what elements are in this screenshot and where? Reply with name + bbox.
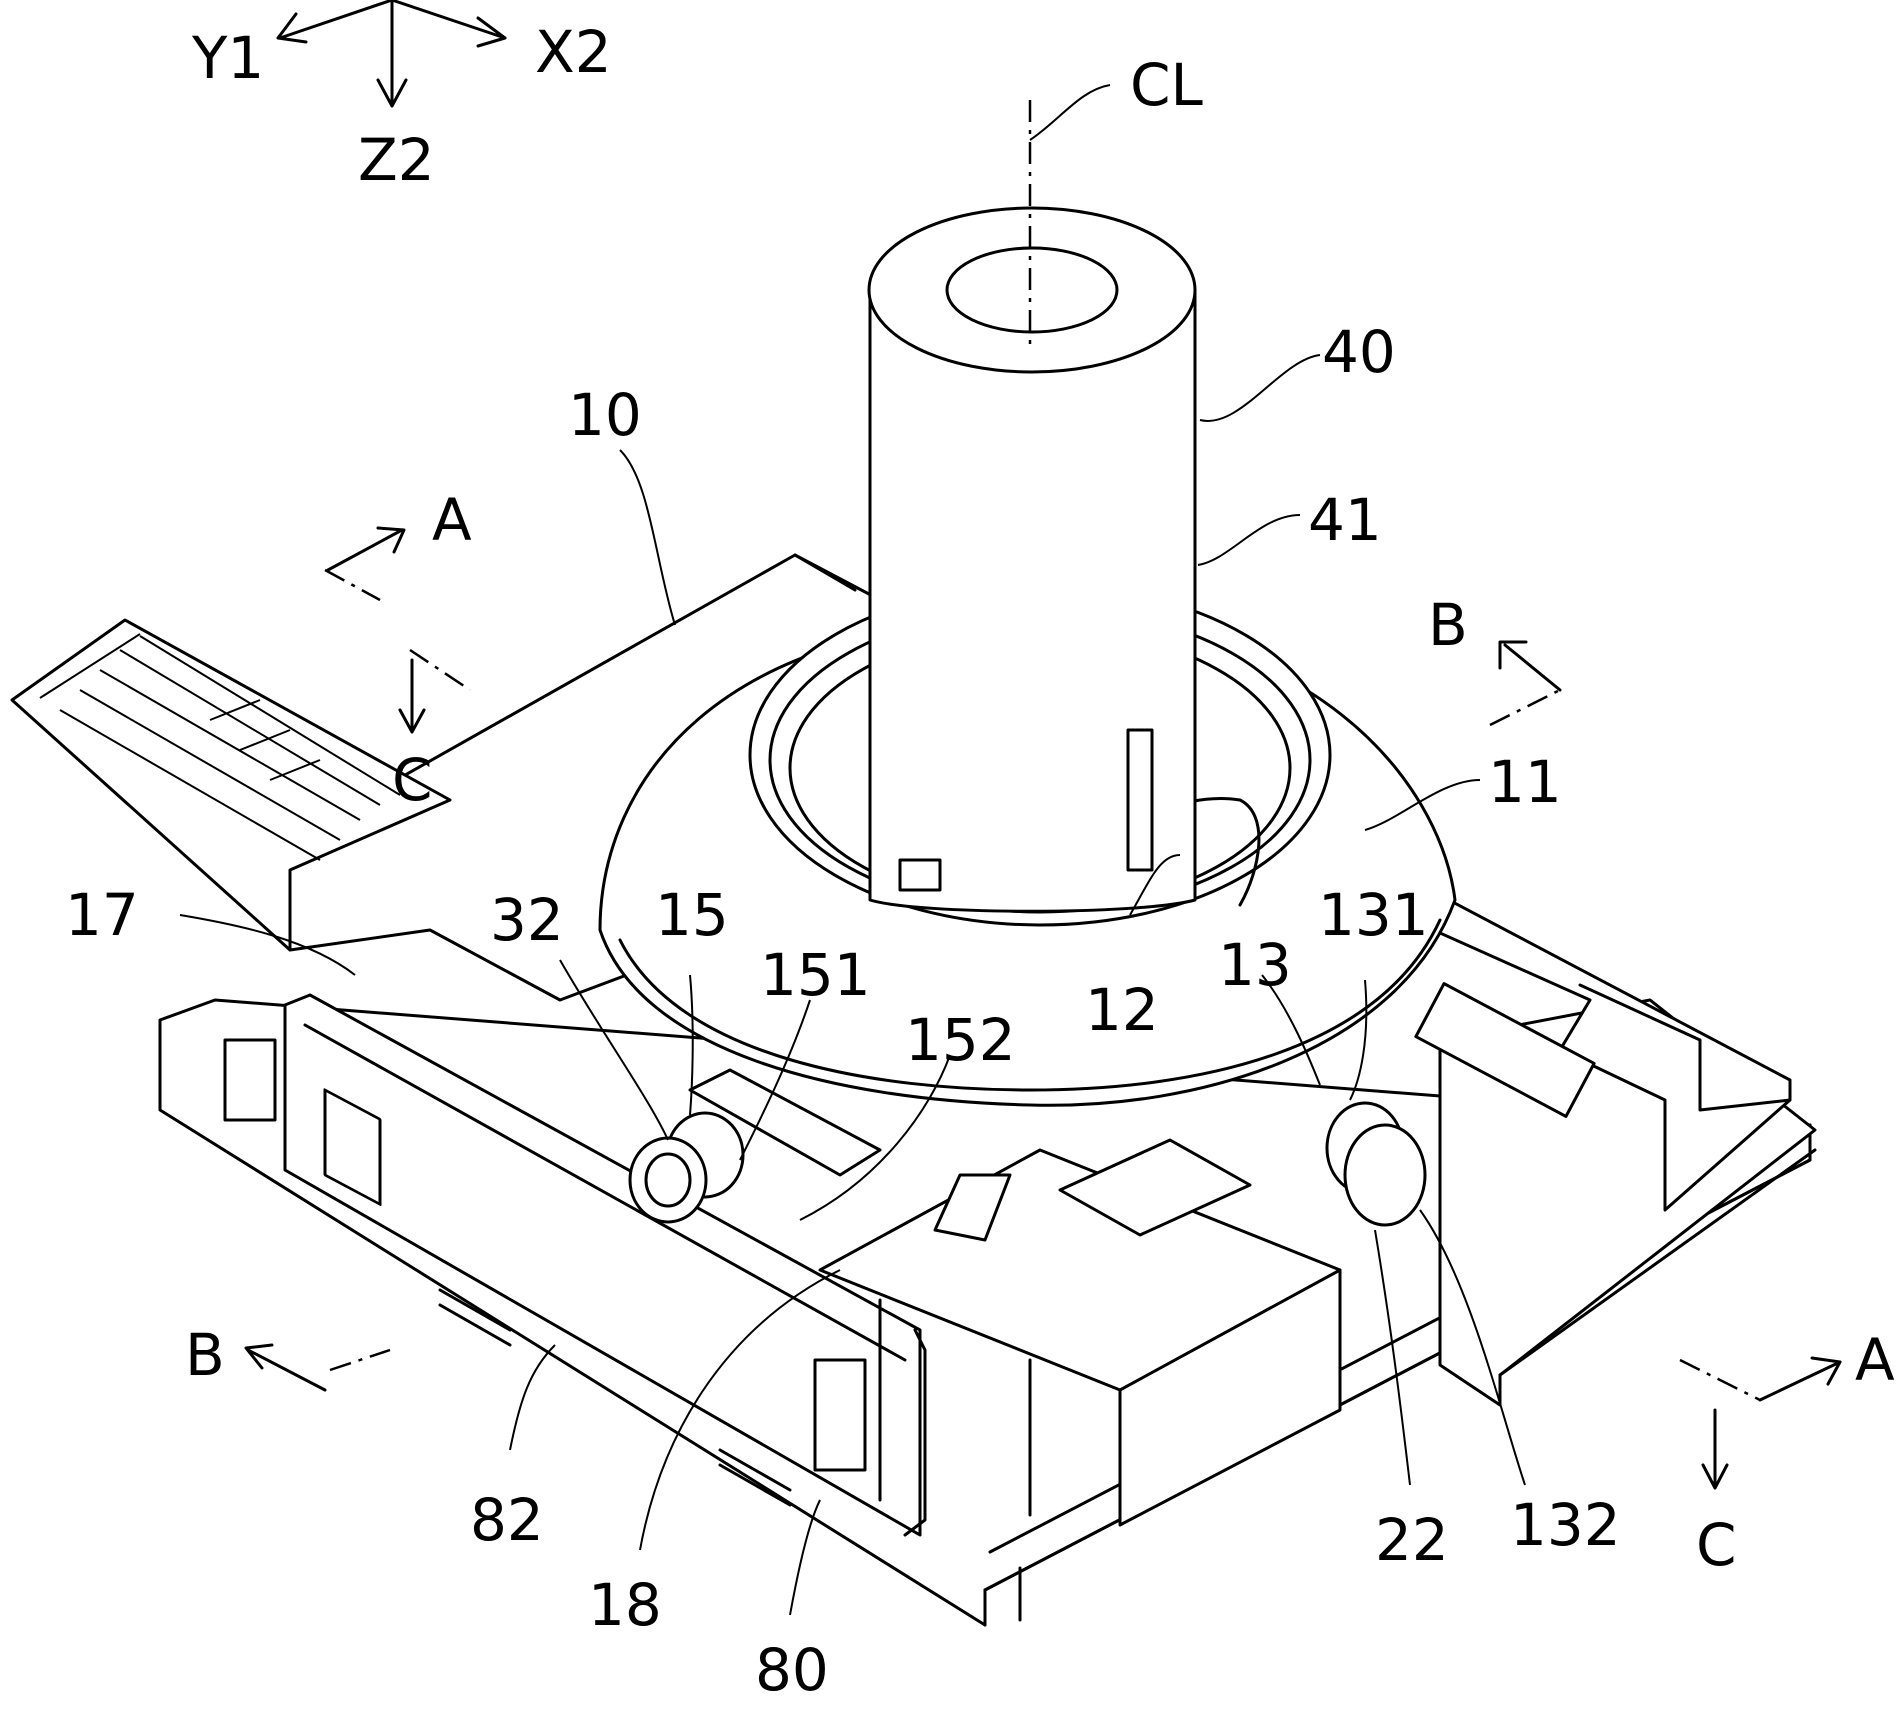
axis-label-x2: X2 xyxy=(535,18,612,86)
axis-label-y1: Y1 xyxy=(191,24,264,92)
label-151: 151 xyxy=(760,941,871,1009)
section-label-b-right: B xyxy=(1428,591,1468,659)
axis-indicator xyxy=(278,0,505,106)
axis-label-z2: Z2 xyxy=(358,126,435,194)
label-13: 13 xyxy=(1218,931,1292,999)
label-82: 82 xyxy=(470,1486,544,1554)
label-22: 22 xyxy=(1375,1506,1449,1574)
label-cl: CL xyxy=(1130,51,1203,119)
label-152: 152 xyxy=(905,1006,1016,1074)
section-label-b-left: B xyxy=(185,1321,225,1389)
label-132: 132 xyxy=(1510,1491,1621,1559)
label-11: 11 xyxy=(1488,748,1562,816)
label-18: 18 xyxy=(588,1571,662,1639)
label-32: 32 xyxy=(490,886,564,954)
section-label-a-bottom: A xyxy=(1855,1326,1895,1394)
label-131: 131 xyxy=(1318,881,1429,949)
lever-shaft-40 xyxy=(869,208,1195,911)
section-label-a-top: A xyxy=(432,486,472,554)
section-label-c-right: C xyxy=(1696,1511,1737,1579)
label-12: 12 xyxy=(1085,976,1159,1044)
label-41: 41 xyxy=(1308,486,1382,554)
label-40: 40 xyxy=(1322,318,1396,386)
label-10: 10 xyxy=(568,381,642,449)
section-label-c-left: C xyxy=(392,746,433,814)
label-17: 17 xyxy=(65,881,139,949)
label-80: 80 xyxy=(755,1636,829,1704)
label-15: 15 xyxy=(655,881,729,949)
